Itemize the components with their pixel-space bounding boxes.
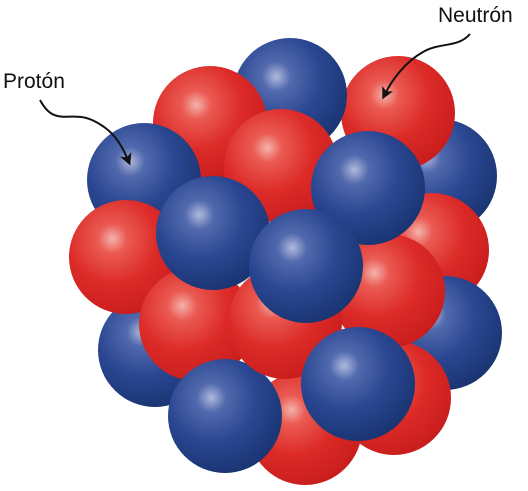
proton-arrow (39, 99, 132, 166)
proton-sphere (156, 176, 270, 290)
nucleus-cluster (69, 38, 502, 485)
proton-label: Protón (3, 70, 65, 93)
proton-sphere (311, 131, 425, 245)
neutron-arrow (382, 33, 471, 100)
neutron-label: Neutrón (438, 4, 513, 27)
proton-sphere (249, 209, 363, 323)
proton-sphere (301, 327, 415, 441)
neutron-sphere (139, 267, 253, 381)
proton-sphere (168, 359, 282, 473)
